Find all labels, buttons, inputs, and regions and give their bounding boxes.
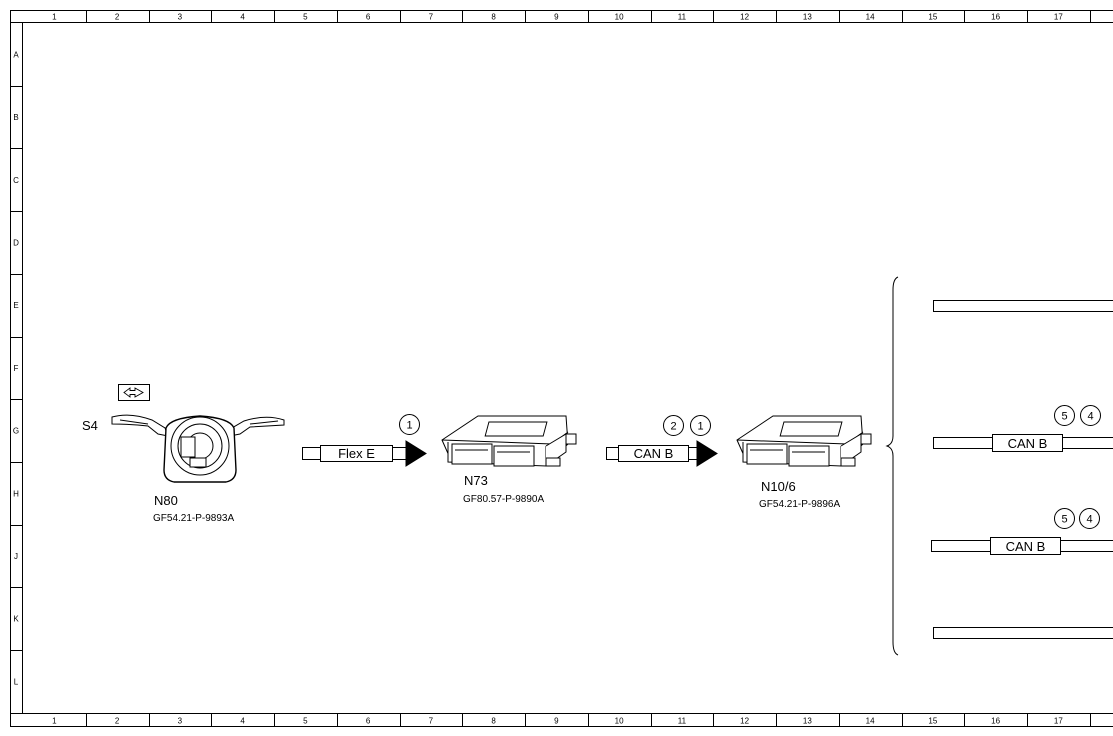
- can-b-3-label: CAN B: [1006, 539, 1046, 554]
- column-label: 2: [115, 717, 120, 726]
- flex-e-label: Flex E: [338, 446, 375, 461]
- column-label: 14: [866, 13, 875, 22]
- can-b-1-label: CAN B: [634, 446, 674, 461]
- row-label: D: [13, 238, 19, 247]
- column-label: 4: [240, 717, 245, 726]
- row-ticks: [10, 86, 22, 651]
- column-label: 13: [803, 717, 812, 726]
- bus-line-bottom: [933, 627, 1113, 639]
- outer-border: [10, 10, 1113, 727]
- row-label: J: [14, 552, 18, 561]
- column-label: 16: [991, 717, 1000, 726]
- flex-e-bus: [302, 440, 427, 467]
- column-label: 7: [429, 13, 434, 22]
- row-label: E: [13, 301, 18, 310]
- double-arrow-icon: [118, 384, 150, 401]
- can-b-3-marker-b: 4: [1079, 508, 1100, 529]
- column-label: 8: [491, 717, 496, 726]
- can-b-2-marker-b: 4: [1080, 405, 1101, 426]
- arrow-right-icon: [696, 440, 718, 467]
- can-b-2-left-stub: [933, 437, 993, 449]
- can-b-1-marker-b: 1: [690, 415, 711, 436]
- column-label: 1: [52, 13, 57, 22]
- column-label: 6: [366, 13, 371, 22]
- can-b-2-marker-a: 5: [1054, 405, 1075, 426]
- column-label: 15: [928, 717, 937, 726]
- n80-id: N80: [154, 493, 178, 508]
- flex-e-marker: 1: [399, 414, 420, 435]
- row-label: F: [14, 364, 19, 373]
- column-label: 10: [615, 13, 624, 22]
- svg-text:1: 1: [697, 421, 703, 433]
- n80-doc-ref: GF54.21-P-9893A: [153, 513, 234, 524]
- bus-line-top: [933, 300, 1113, 312]
- column-label: 7: [429, 717, 434, 726]
- steering-column-module-icon: [111, 414, 285, 483]
- column-label: 13: [803, 13, 812, 22]
- row-label: L: [14, 677, 19, 686]
- row-label: C: [13, 176, 19, 185]
- column-label: 12: [740, 717, 749, 726]
- column-label: 12: [740, 13, 749, 22]
- svg-text:5: 5: [1061, 514, 1067, 526]
- column-label: 1: [52, 717, 57, 726]
- column-label: 15: [928, 13, 937, 22]
- column-label: 11: [678, 717, 687, 726]
- column-label: 17: [1054, 13, 1063, 22]
- can-b-3-marker-a: 5: [1054, 508, 1075, 529]
- svg-text:4: 4: [1086, 514, 1092, 526]
- n10-6-id: N10/6: [761, 479, 796, 494]
- can-b-2-right-stub: [1062, 437, 1113, 449]
- column-label: 16: [991, 13, 1000, 22]
- column-label: 3: [178, 13, 183, 22]
- arrow-right-icon: [405, 440, 427, 467]
- s4-label: S4: [82, 418, 98, 433]
- svg-text:4: 4: [1087, 411, 1093, 423]
- column-label: 6: [366, 717, 371, 726]
- column-label: 2: [115, 13, 120, 22]
- svg-text:1: 1: [406, 420, 412, 432]
- column-label: 5: [303, 717, 308, 726]
- row-label: H: [13, 489, 19, 498]
- can-b-2-label: CAN B: [1008, 436, 1048, 451]
- column-label: 14: [866, 717, 875, 726]
- column-label: 17: [1054, 717, 1063, 726]
- column-label: 9: [554, 13, 559, 22]
- curly-brace-icon: [885, 276, 899, 656]
- n73-control-unit-icon: [441, 415, 577, 467]
- n73-id: N73: [464, 473, 488, 488]
- column-label: 8: [491, 13, 496, 22]
- row-label: G: [13, 427, 19, 436]
- column-label: 11: [678, 13, 687, 22]
- row-label: K: [13, 615, 19, 624]
- svg-text:2: 2: [670, 421, 676, 433]
- column-label: 10: [615, 717, 624, 726]
- n73-doc-ref: GF80.57-P-9890A: [463, 494, 544, 505]
- row-label: A: [13, 50, 19, 59]
- n10-6-doc-ref: GF54.21-P-9896A: [759, 499, 840, 510]
- row-label: B: [13, 113, 18, 122]
- frame: [10, 10, 1113, 727]
- svg-text:5: 5: [1061, 411, 1067, 423]
- can-b-1-marker-a: 2: [663, 415, 684, 436]
- column-label: 4: [240, 13, 245, 22]
- can-b-3-right-stub: [1060, 540, 1113, 552]
- n10-6-control-unit-icon: [736, 415, 872, 467]
- column-label: 3: [178, 717, 183, 726]
- column-label: 5: [303, 13, 308, 22]
- column-ticks: [86, 10, 1091, 727]
- column-label: 9: [554, 717, 559, 726]
- row-labels: A B C D E F G H J K L: [13, 50, 19, 686]
- can-b-3-left-stub: [931, 540, 991, 552]
- can-b-bus-1: [606, 440, 718, 467]
